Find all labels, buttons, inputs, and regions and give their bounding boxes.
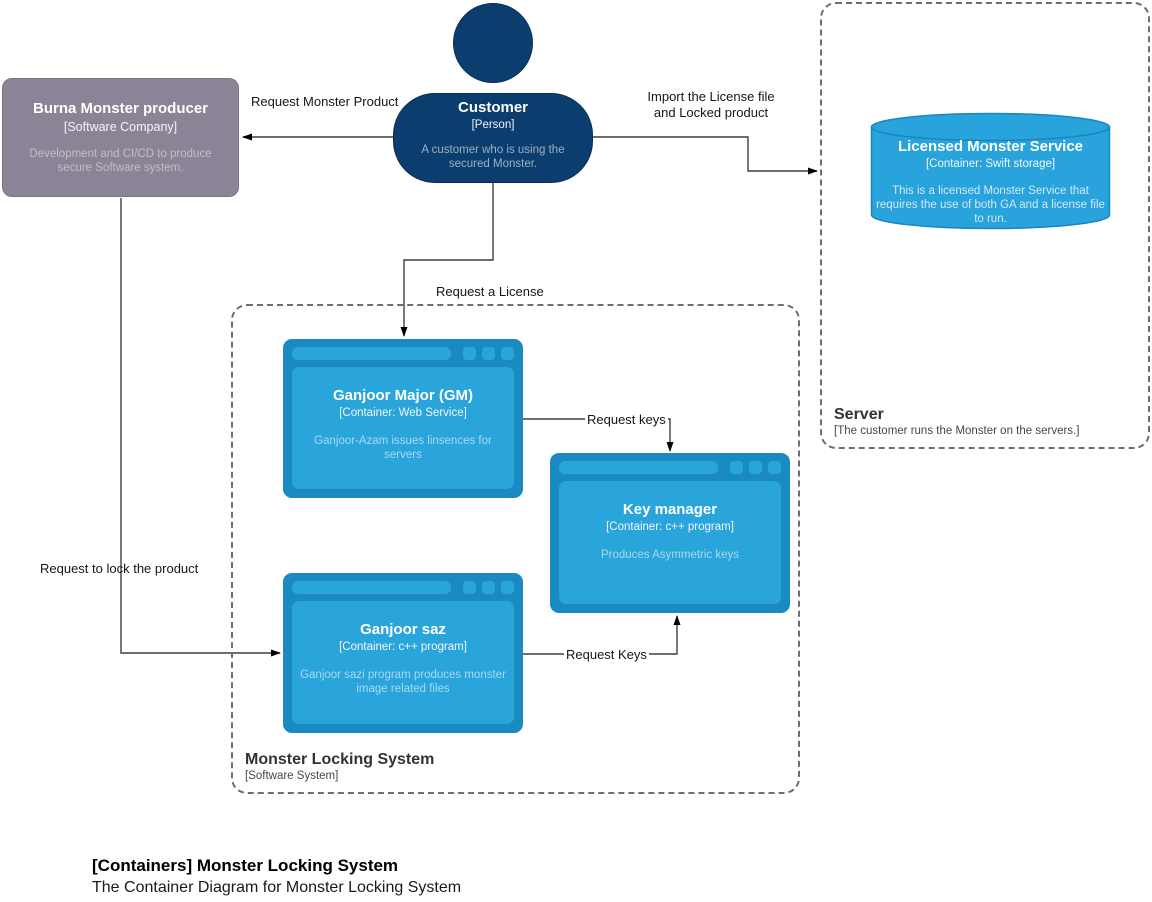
ganjoor-saz-type: [Container: c++ program]	[339, 640, 467, 653]
browser-button-icon	[482, 347, 495, 360]
browser-button-icon	[501, 581, 514, 594]
browser-button-icon	[501, 347, 514, 360]
licensed-monster-service-title: Licensed Monster Service	[897, 138, 1084, 155]
ganjoor-major-node: Ganjoor Major (GM) [Container: Web Servi…	[283, 339, 523, 498]
edge-label-import-license-line2: and Locked product	[653, 104, 769, 120]
ganjoor-saz-node: Ganjoor saz [Container: c++ program] Gan…	[283, 573, 523, 733]
server-boundary: Server [The customer runs the Monster on…	[820, 2, 1150, 449]
burna-producer-node: Burna Monster producer [Software Company…	[2, 78, 239, 197]
edge-label-request-to-lock: Request to lock the product	[40, 561, 199, 576]
key-manager-title: Key manager	[622, 501, 718, 518]
key-manager-node: Key manager [Container: c++ program] Pro…	[550, 453, 790, 613]
burna-producer-type: [Software Company]	[63, 119, 178, 134]
burna-producer-title: Burna Monster producer	[32, 100, 209, 117]
ganjoor-saz-panel: Ganjoor saz [Container: c++ program] Gan…	[292, 601, 514, 724]
burna-producer-desc: Development and CI/CD to produce secure …	[29, 148, 212, 175]
browser-button-icon	[749, 461, 762, 474]
licensed-monster-service-type: [Container: Swift storage]	[925, 157, 1056, 170]
customer-title: Customer	[457, 99, 528, 116]
key-manager-panel: Key manager [Container: c++ program] Pro…	[559, 481, 781, 604]
diagram-caption-subtitle: The Container Diagram for Monster Lockin…	[92, 879, 462, 896]
ganjoor-major-desc: Ganjoor-Azam issues linsences for server…	[314, 434, 492, 462]
server-boundary-title: Server	[834, 405, 884, 423]
browser-button-icon	[463, 581, 476, 594]
ganjoor-major-title: Ganjoor Major (GM)	[333, 387, 473, 404]
key-manager-desc: Produces Asymmetric keys	[600, 548, 740, 561]
monster-locking-system-label: Monster Locking System [Software System]	[245, 750, 434, 784]
licensed-monster-service-node: Licensed Monster Service [Container: Swi…	[870, 112, 1111, 230]
server-boundary-label: Server [The customer runs the Monster on…	[834, 405, 1079, 439]
ganjoor-major-panel: Ganjoor Major (GM) [Container: Web Servi…	[292, 367, 514, 489]
browser-address-bar-icon	[559, 461, 718, 474]
key-manager-type: [Container: c++ program]	[606, 520, 734, 533]
monster-locking-system-type: [Software System]	[245, 770, 339, 783]
diagram-caption-title: [Containers] Monster Locking System	[92, 856, 399, 875]
customer-person-node: Customer [Person] A customer who is usin…	[393, 93, 593, 183]
browser-address-bar-icon	[292, 347, 451, 360]
edge-label-request-keys-gm: Request keys	[585, 412, 668, 428]
edge-import-license	[593, 136, 818, 175]
ganjoor-major-type: [Container: Web Service]	[339, 406, 467, 419]
licensed-monster-service-desc: This is a licensed Monster Service that …	[876, 184, 1105, 226]
browser-address-bar-icon	[292, 581, 451, 594]
customer-type: [Person]	[471, 118, 515, 131]
cylinder-icon	[870, 112, 1111, 230]
browser-button-icon	[768, 461, 781, 474]
ganjoor-saz-desc: Ganjoor sazi program produces monster im…	[300, 668, 506, 696]
server-boundary-type: [The customer runs the Monster on the se…	[834, 425, 1080, 438]
person-head-icon	[453, 3, 533, 83]
browser-button-icon	[463, 347, 476, 360]
monster-locking-system-boundary: Monster Locking System [Software System]	[231, 304, 800, 794]
edge-label-request-a-license: Request a License	[436, 284, 544, 299]
edge-label-request-keys-saz: Request Keys	[564, 647, 649, 663]
browser-button-icon	[730, 461, 743, 474]
edge-label-import-license-line1: Import the License file	[647, 89, 775, 104]
edge-label-request-monster-product: Request Monster Product	[251, 94, 399, 109]
monster-locking-system-title: Monster Locking System	[245, 750, 435, 768]
browser-button-icon	[482, 581, 495, 594]
licensed-monster-service-text: Licensed Monster Service [Container: Swi…	[870, 138, 1111, 227]
ganjoor-saz-title: Ganjoor saz	[360, 621, 446, 638]
customer-desc: A customer who is using the secured Mons…	[421, 143, 565, 171]
edge-label-import-license: Import the License file and Locked produ…	[625, 89, 797, 120]
